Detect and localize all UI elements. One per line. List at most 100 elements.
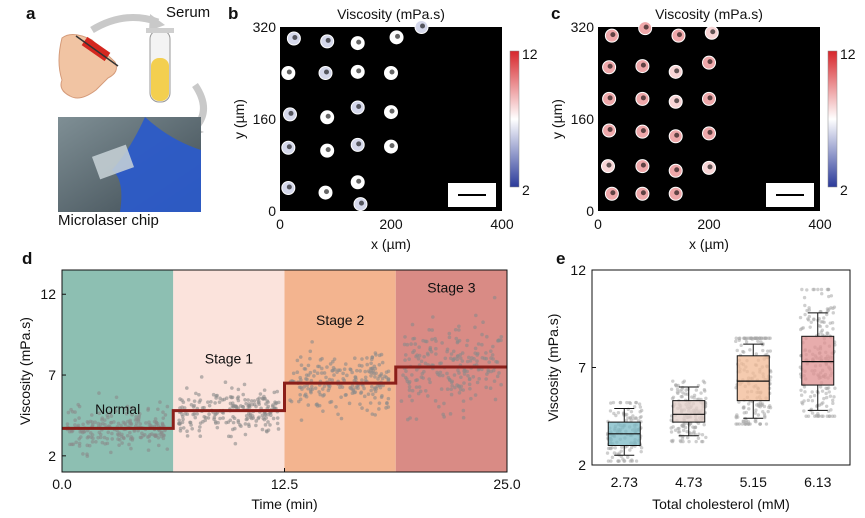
box-point [625, 412, 629, 417]
box-point [694, 439, 698, 444]
box-point [831, 398, 835, 403]
stage-point [65, 422, 70, 426]
box-point [631, 414, 635, 418]
box-point [768, 404, 772, 408]
stage-point [321, 409, 325, 413]
stage-point [288, 398, 292, 402]
stage-label-3: Stage 3 [427, 280, 475, 296]
cell-core-c-7 [707, 59, 713, 65]
heatmap-title-b: Viscosity (mPa.s) [337, 6, 445, 22]
stage-point [263, 413, 267, 417]
cell-core-c-16 [606, 162, 612, 168]
stage-point [93, 420, 97, 424]
box-point [802, 409, 806, 413]
stage-point [402, 342, 407, 347]
stage-point [114, 395, 119, 400]
stage-point [360, 406, 364, 410]
stage-point [470, 356, 474, 360]
y-tick-label-b-0: 0 [268, 203, 276, 219]
stage-point [380, 376, 385, 381]
y-tick-label-e-0: 2 [578, 457, 586, 473]
box-point [765, 349, 770, 353]
stage-point [125, 407, 129, 412]
box-point [831, 311, 835, 315]
stage-point [474, 313, 478, 318]
stage-point [489, 349, 493, 354]
stage-point [189, 423, 193, 427]
stage-point [299, 378, 303, 382]
stage-point [456, 354, 460, 358]
box-point [737, 338, 741, 343]
cell-core-c-11 [707, 95, 713, 101]
box-point [608, 409, 613, 413]
stage-point [241, 404, 245, 409]
stage-point [243, 432, 248, 437]
stage-point [331, 366, 336, 370]
stage-point [484, 356, 489, 361]
stage-point [132, 429, 137, 433]
stage-point [490, 353, 495, 357]
stage-point [218, 416, 222, 421]
stage-point [120, 441, 124, 445]
box-point [671, 379, 675, 383]
stage-point [442, 401, 446, 406]
stage-point [109, 450, 113, 455]
stage-point [458, 356, 463, 360]
stage-point [322, 371, 327, 375]
stage-point [125, 433, 130, 438]
box-point [820, 291, 824, 296]
colorbar-min-label-b: 2 [522, 182, 530, 198]
stage-point [406, 417, 410, 422]
box-point [628, 416, 633, 420]
box-point [686, 387, 690, 391]
stage-point [326, 388, 331, 393]
box-point [824, 404, 829, 409]
cell-core-b-10 [325, 113, 331, 119]
stage-point [116, 437, 120, 441]
box-point [832, 414, 837, 418]
stage-point [66, 410, 71, 415]
stage-point [373, 413, 377, 417]
stage-point [299, 418, 304, 422]
stage-point [431, 315, 435, 319]
box-point [634, 400, 639, 405]
stage-point [185, 429, 189, 433]
stage-point [473, 325, 477, 330]
stage-point [497, 338, 501, 342]
stage-point [197, 392, 201, 397]
stage-point [468, 386, 472, 391]
stage-point [212, 415, 217, 420]
stage-point [374, 386, 379, 391]
stage-point [197, 428, 202, 433]
stage-point [77, 437, 82, 441]
cell-core-c-4 [607, 63, 613, 69]
stage-point [195, 412, 199, 416]
stage-point [450, 383, 454, 388]
box-point [803, 303, 807, 308]
stage-point [183, 412, 188, 416]
cell-core-c-14 [674, 132, 680, 138]
x-axis-label-e: Total cholesterol (mM) [652, 496, 790, 512]
stage-point [180, 414, 185, 419]
stage-point [74, 440, 78, 445]
stage-point [437, 404, 441, 409]
box-point [669, 426, 673, 430]
box-point [825, 312, 829, 317]
stage-point [318, 392, 323, 397]
stage-point [158, 400, 162, 404]
stage-point [491, 344, 495, 349]
box-point [827, 390, 831, 394]
box-point [753, 411, 758, 415]
stage-point [152, 419, 157, 424]
box-point [609, 459, 613, 463]
box-point [755, 403, 759, 407]
stage-point [377, 383, 382, 388]
stage-point [345, 373, 349, 378]
stage-point [358, 402, 362, 406]
stage-point [461, 415, 466, 420]
x-axis-label-b: x (µm) [371, 236, 411, 252]
box-point [766, 409, 770, 414]
stage-point [306, 363, 311, 368]
stage-point [147, 439, 152, 443]
stage-point [425, 351, 430, 356]
